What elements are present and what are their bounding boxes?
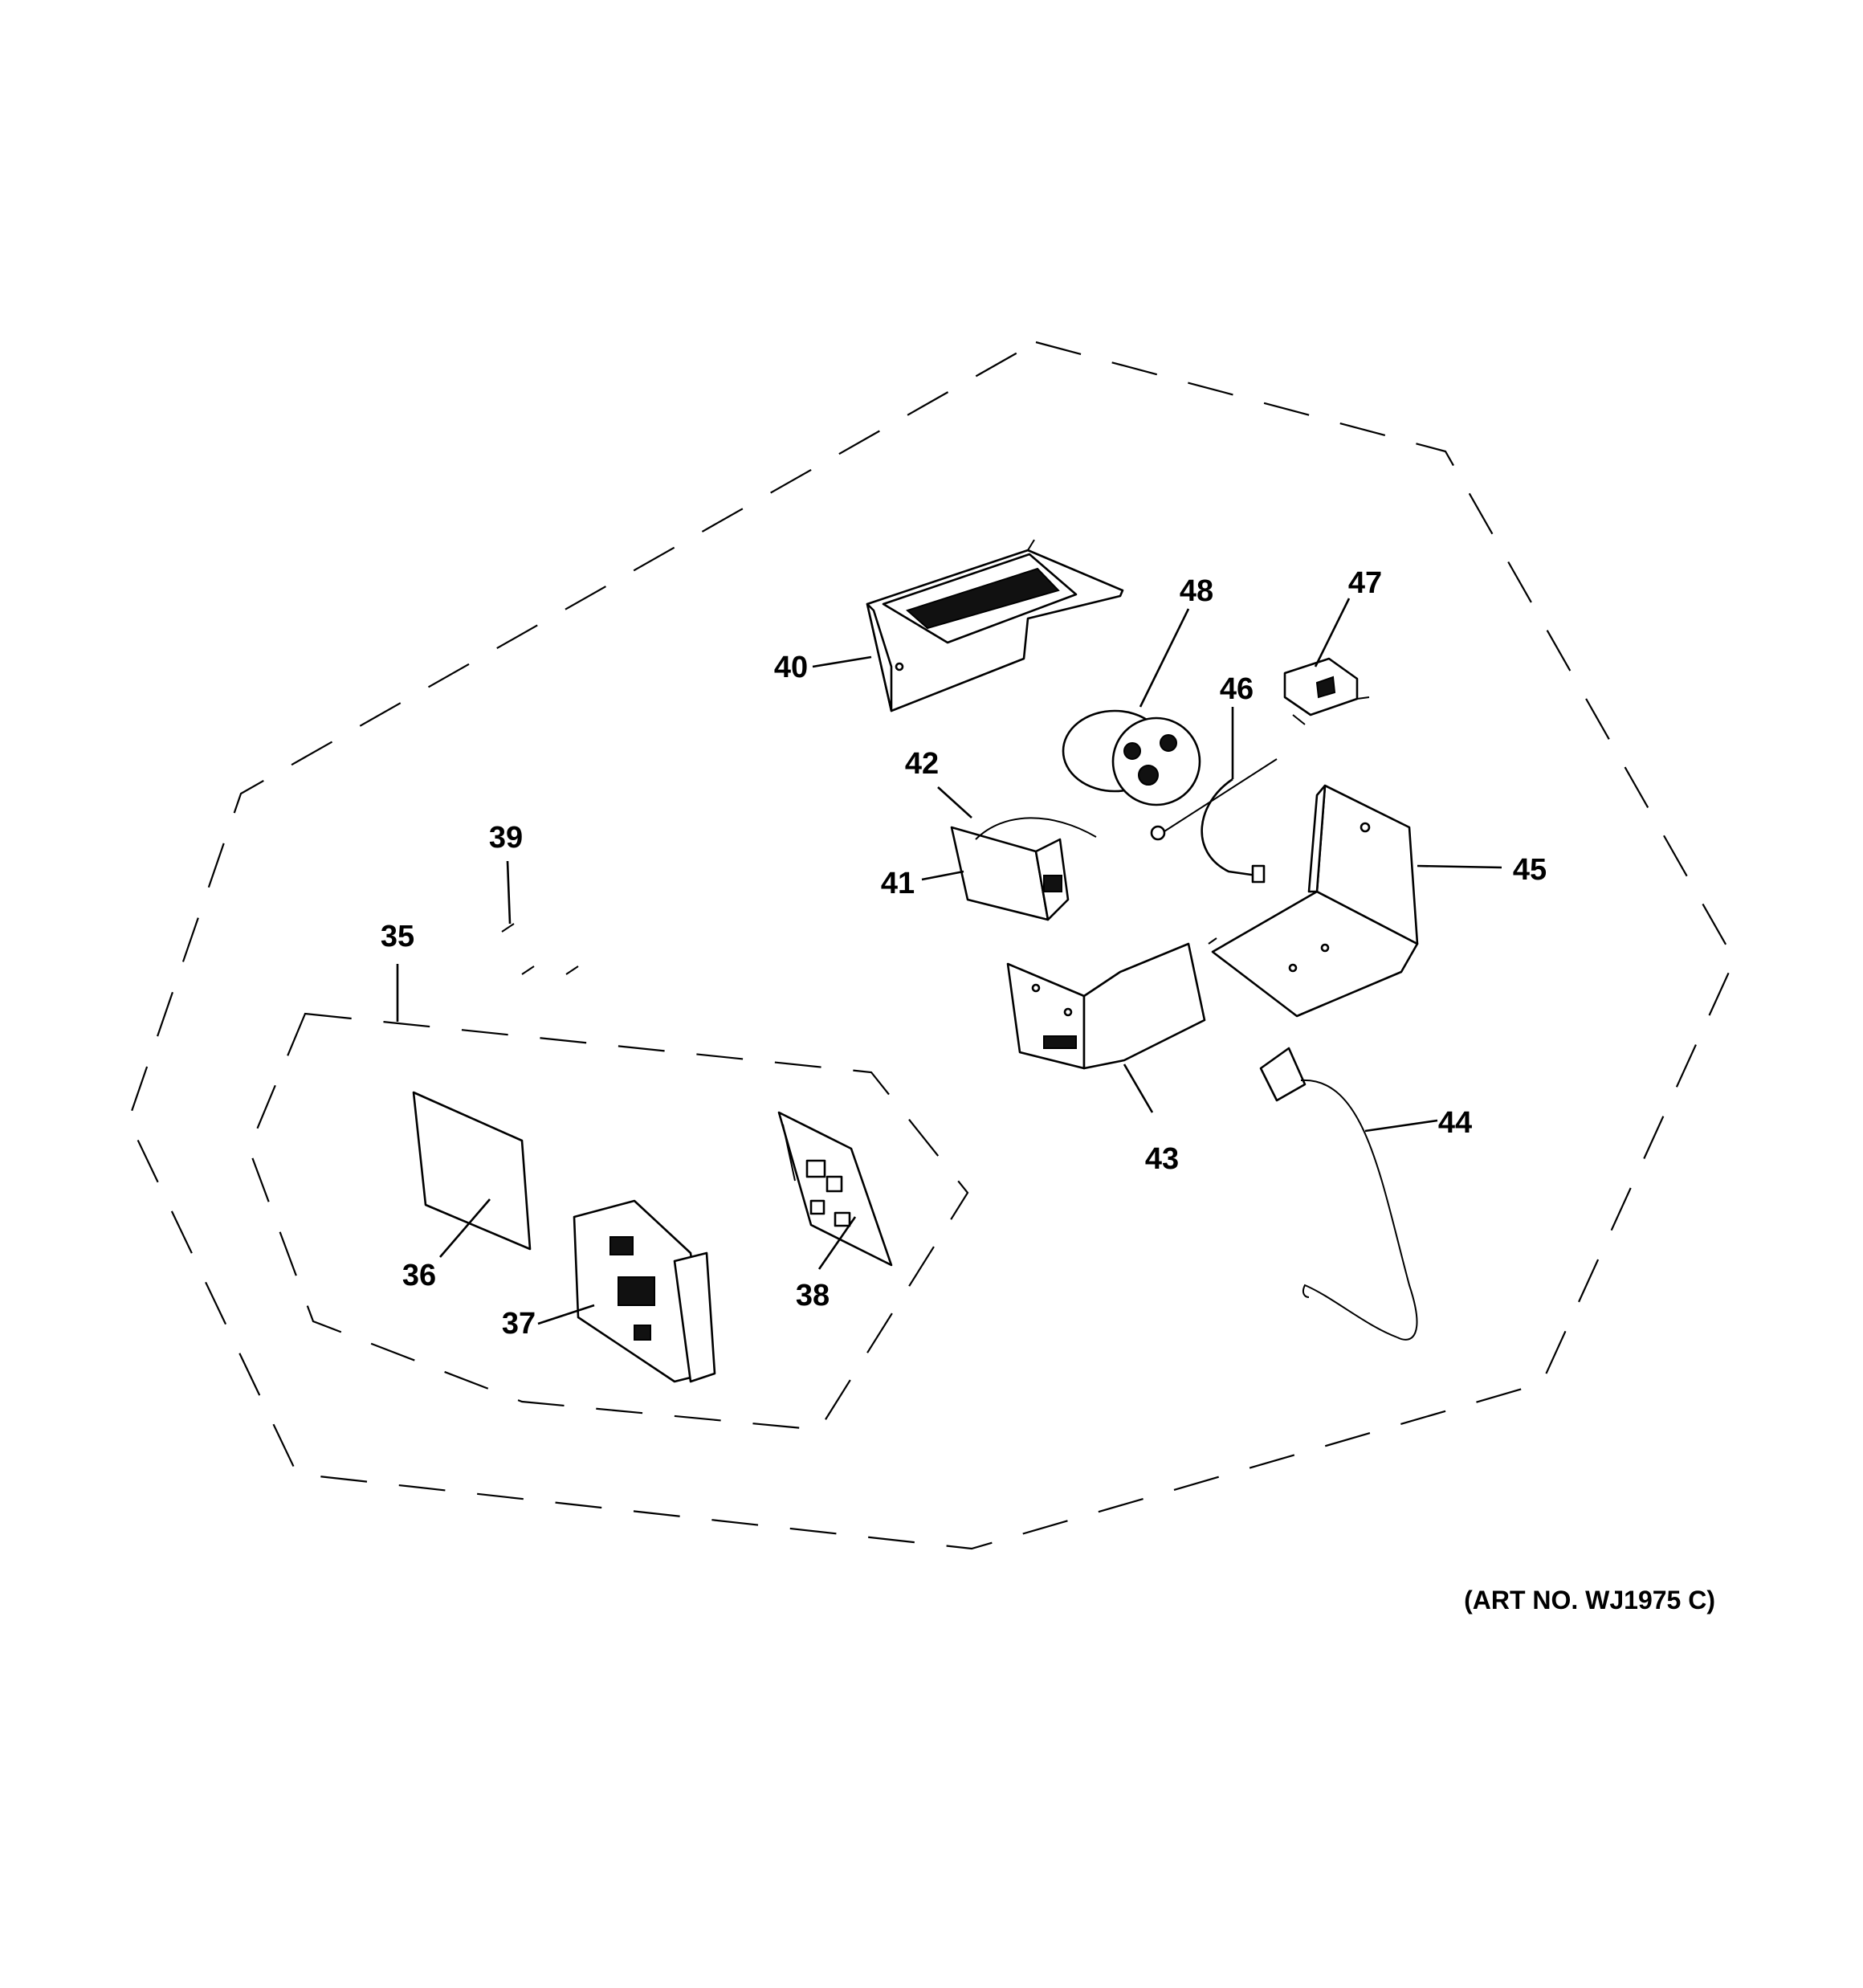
part-37-control-module [573,1199,716,1383]
callout-37: 37 [502,1307,536,1341]
part-42-wire-lead [975,817,1097,840]
part-38-circuit-board [777,1111,893,1267]
callout-39: 39 [489,821,523,855]
inner-subassembly-boundary [247,1012,969,1431]
part-40-bracket [866,539,1124,712]
callout-42: 42 [905,747,939,781]
callout-40: 40 [774,651,808,684]
outer-assembly-boundary [127,341,1736,1550]
part-48-capacitor [1062,709,1201,806]
callout-43: 43 [1145,1142,1179,1176]
part-41-terminal-block [950,826,1070,921]
part-36-overlay [412,1091,532,1251]
callout-35: 35 [381,920,414,953]
art-number-caption: (ART NO. WJ1975 C) [1464,1586,1715,1614]
callout-48: 48 [1180,574,1213,608]
leader-lines [396,598,1502,1325]
callout-47: 47 [1348,566,1382,600]
callout-41: 41 [881,867,915,900]
callout-45: 45 [1513,853,1547,887]
part-43-mounting-plate [1006,942,1206,1070]
callout-38: 38 [796,1279,830,1312]
part-47-relay [1283,657,1370,725]
callout-46: 46 [1220,672,1254,706]
callout-36: 36 [402,1259,436,1292]
part-46-ground-wire [1150,758,1278,884]
part-39-screws [501,923,579,975]
callout-44: 44 [1438,1106,1472,1140]
part-44-power-cord [1259,1047,1418,1341]
part-45-bracket [1208,784,1419,1018]
